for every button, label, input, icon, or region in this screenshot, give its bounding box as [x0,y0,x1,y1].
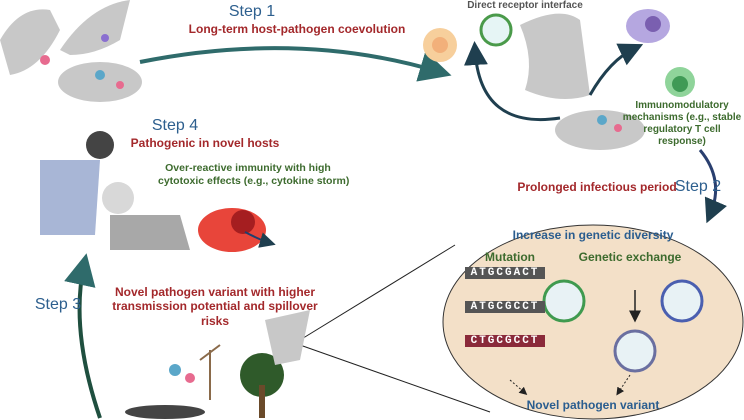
step2-label: Step 2 [674,178,722,195]
step2-arrow [698,149,727,224]
virus-icon [479,13,513,47]
step3-line: transmission potential and spillover [112,299,318,314]
sequence-2: ATGCGCCT [465,301,545,313]
curve-arrow-right [588,43,644,96]
genetic-exchange-label: Genetic exchange [578,250,682,264]
bats-top-left-icon [0,0,130,75]
immune-cell-purple-icon [626,9,670,43]
immuno-line: mechanisms (e.g., stable [622,112,742,123]
step1-caption: Long-term host-pathogen coevolution [188,22,406,36]
receptor-interface-label: Direct receptor interface [467,0,583,11]
step3-arrow [64,253,102,419]
curve-arrow-left [463,41,561,121]
step3-label: Step 3 [34,296,82,313]
step4-label: Step 4 [151,117,199,134]
novel-variant-label: Novel pathogen variant [526,398,660,412]
sick-people-icon [40,131,190,250]
step1-arrow [139,46,452,82]
bat-center-icon [520,13,590,100]
immunomodulatory-text: Immunomodulatory mechanisms (e.g., stabl… [620,100,744,148]
step2-caption: Prolonged infectious period [517,180,677,194]
trees-and-animals-icon [125,310,310,419]
note-line: cytotoxic effects (e.g., cytokine storm) [158,174,350,187]
host-cell-icon [423,28,457,62]
cytokine-note: Over-reactive immunity with high cytotox… [158,162,350,187]
mouse-center-icon [555,110,645,150]
t-cell-green-icon [665,67,695,97]
immuno-line: regulatory T cell [643,124,721,135]
note-line: Over-reactive immunity with high [165,162,331,174]
diversity-title: Increase in genetic diversity [512,228,674,242]
immuno-line: Immunomodulatory [635,100,729,111]
step1-label: Step 1 [228,3,276,20]
step4-caption: Pathogenic in novel hosts [130,136,280,150]
sequence-1: ATGCGACT [465,267,545,279]
cytokine-cell-icon [198,208,266,252]
immuno-line: response) [658,136,706,147]
sequence-3: CTGCGCCT [465,335,545,347]
step3-caption: Novel pathogen variant with higher trans… [90,285,340,328]
mouse-top-left-icon [58,62,142,102]
sequences: ATGCGACT ATGCGCCT CTGCGCCT [465,267,545,347]
recombinant-virus-icons [509,279,704,396]
step3-line: risks [200,313,230,328]
cytokine-release-arrow [244,231,276,248]
mutation-label: Mutation [485,250,535,264]
step3-line: Novel pathogen variant with higher [114,285,316,299]
